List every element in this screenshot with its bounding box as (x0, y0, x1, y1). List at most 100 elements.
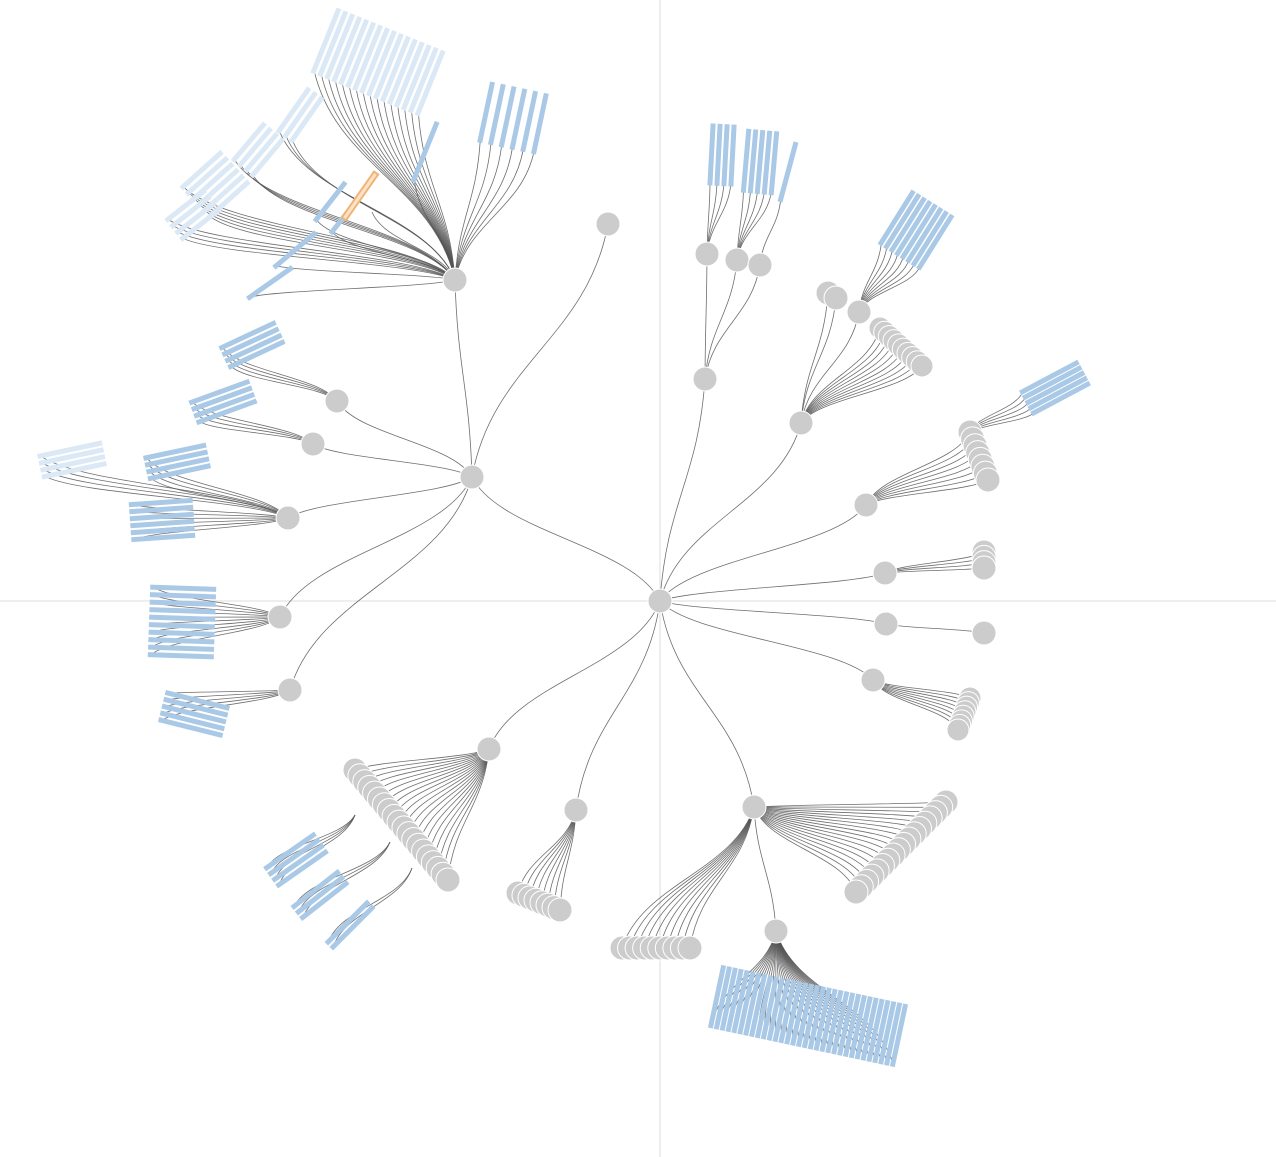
leaf-bar (195, 398, 258, 426)
leaf-bar (164, 188, 207, 223)
leaf-bar (148, 622, 215, 630)
leaf-bar (148, 629, 215, 637)
leaf-bar (275, 848, 329, 889)
leaf-bar (910, 210, 949, 268)
tree-node (563, 797, 589, 823)
leaf-bar (148, 637, 215, 645)
leaf-bar (854, 996, 873, 1060)
tree-edge (312, 443, 473, 478)
leaf-bar (343, 173, 377, 219)
tree-edge (674, 806, 755, 949)
tree-edge (454, 150, 535, 281)
leaf-bar (737, 971, 756, 1035)
tree-edge (199, 421, 314, 445)
leaf-bar (743, 972, 762, 1036)
tree-edge (651, 806, 755, 949)
tree-edge (872, 679, 966, 712)
leaf-bar (410, 120, 440, 184)
leaf-bar (221, 326, 280, 358)
leaf-bar (487, 83, 506, 146)
tree-node (975, 467, 1001, 493)
leaf-bar (130, 518, 195, 529)
leaf-bar (41, 460, 107, 480)
tree-edge (44, 476, 289, 519)
leaf-bar (147, 652, 214, 660)
leaf-bar (150, 584, 217, 592)
tree-edge (315, 219, 456, 281)
tree-edge (865, 452, 979, 506)
tree-edge (666, 806, 755, 949)
tree-node (763, 918, 789, 944)
leaf-bar (243, 131, 280, 174)
leaf-bar (916, 213, 955, 271)
tree-node (547, 897, 573, 923)
tree-edge (411, 109, 456, 281)
leaf-bar (324, 899, 371, 946)
leaf-bar (324, 13, 356, 80)
tree-edge (182, 237, 456, 281)
leaf-bar (888, 196, 927, 254)
tree-edge (800, 365, 923, 424)
leaf-bar (38, 447, 105, 466)
tree-edge (390, 100, 456, 281)
tree-edge (753, 806, 873, 877)
tree-edge (800, 292, 829, 424)
tree-node (853, 492, 879, 518)
tree-node (435, 867, 461, 893)
tree-edge (800, 344, 900, 424)
leaf-bar (728, 124, 737, 187)
leaf-bar (317, 10, 349, 78)
leaf-bar (129, 504, 194, 515)
tree-node (846, 299, 872, 325)
tree-edge (252, 174, 456, 281)
leaf-bar (193, 391, 256, 419)
tree-edge (417, 112, 456, 281)
tree-node (873, 611, 899, 637)
leaf-bar (719, 967, 738, 1031)
tree-edge (454, 139, 481, 281)
tree-node (788, 410, 814, 436)
tree-node (741, 794, 767, 820)
leaf-bar (860, 997, 879, 1061)
tree-node (267, 604, 293, 630)
tree-node (459, 464, 485, 490)
tree-edge (43, 469, 289, 519)
tree-edge (800, 336, 890, 424)
tree-edge (454, 141, 492, 281)
leaf-bar (754, 974, 774, 1039)
tree-edge (274, 814, 356, 880)
leaf-bar (329, 904, 376, 951)
tree-edge (753, 806, 883, 866)
tree-edge (753, 806, 878, 872)
tree-edge (249, 279, 456, 298)
tree-node (872, 560, 898, 586)
leaf-bar (338, 18, 370, 86)
tree-edge (636, 806, 755, 949)
tree-edge (397, 103, 456, 281)
leaf-bar (407, 46, 439, 114)
leaf-bar (778, 979, 797, 1044)
tree-edge (753, 806, 857, 893)
tree-edge (704, 264, 761, 380)
tree-edge (471, 223, 609, 478)
tree-edge (454, 144, 503, 281)
leaf-bar (520, 90, 539, 153)
leaf-bar (130, 525, 195, 536)
tree-edge (800, 332, 886, 424)
leaf-bar (498, 86, 517, 148)
leaf-bar (740, 128, 752, 193)
leaf-bar (312, 180, 348, 224)
leaf-bar (725, 968, 744, 1033)
tree-edge (885, 623, 985, 634)
tree-edge (800, 327, 881, 424)
leaf-bar (1027, 375, 1089, 411)
leaf-bar (272, 230, 318, 270)
leaf-bar (905, 206, 944, 264)
tree-edge (454, 146, 513, 281)
leaf-bar (249, 136, 286, 179)
leaf-bar (877, 189, 916, 247)
tree-edge (302, 841, 391, 918)
tree-node (946, 718, 970, 742)
leaf-bar (872, 999, 891, 1064)
